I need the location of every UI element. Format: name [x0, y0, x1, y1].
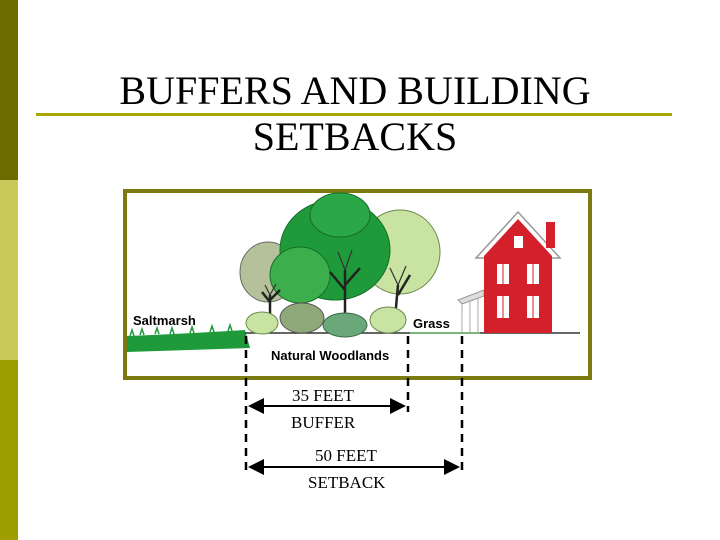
- title-underline: [36, 113, 672, 116]
- tree-mid-green: [269, 246, 331, 304]
- grass-label: Grass: [413, 316, 450, 331]
- sidebar-segment-bottom: [0, 360, 18, 540]
- shrub-4: [369, 306, 407, 334]
- slide-title-line2: SETBACKS: [252, 114, 458, 159]
- setback-label: SETBACK: [308, 473, 386, 492]
- slide-sidebar: [0, 0, 18, 540]
- slide-title: BUFFERS AND BUILDING SETBACKS: [40, 68, 670, 160]
- shrub-2: [279, 302, 325, 334]
- house: [474, 210, 562, 333]
- slide-title-line1: BUFFERS AND BUILDING: [119, 68, 591, 113]
- buffer-label: BUFFER: [291, 413, 356, 432]
- saltmarsh-label: Saltmarsh: [133, 313, 196, 328]
- shrub-3: [322, 312, 368, 338]
- sidebar-segment-middle: [0, 180, 18, 360]
- saltmarsh-grass-blades: [129, 322, 233, 337]
- woodland-trees: [239, 192, 441, 320]
- natural-woodlands-label: Natural Woodlands: [271, 348, 390, 363]
- tree-branches: [264, 249, 407, 296]
- house-chimney: [546, 222, 555, 248]
- tree-trunks: [261, 267, 412, 320]
- house-porch: [457, 289, 485, 333]
- woodland-shrubs: [245, 302, 407, 338]
- tree-center-top: [309, 192, 371, 238]
- saltmarsh-ground: [127, 330, 250, 352]
- setback-distance-label: 50 FEET: [315, 446, 377, 465]
- sidebar-segment-top: [0, 0, 18, 180]
- shrub-1: [245, 311, 279, 335]
- house-attic-window: [514, 236, 523, 248]
- buffer-distance-label: 35 FEET: [292, 386, 354, 405]
